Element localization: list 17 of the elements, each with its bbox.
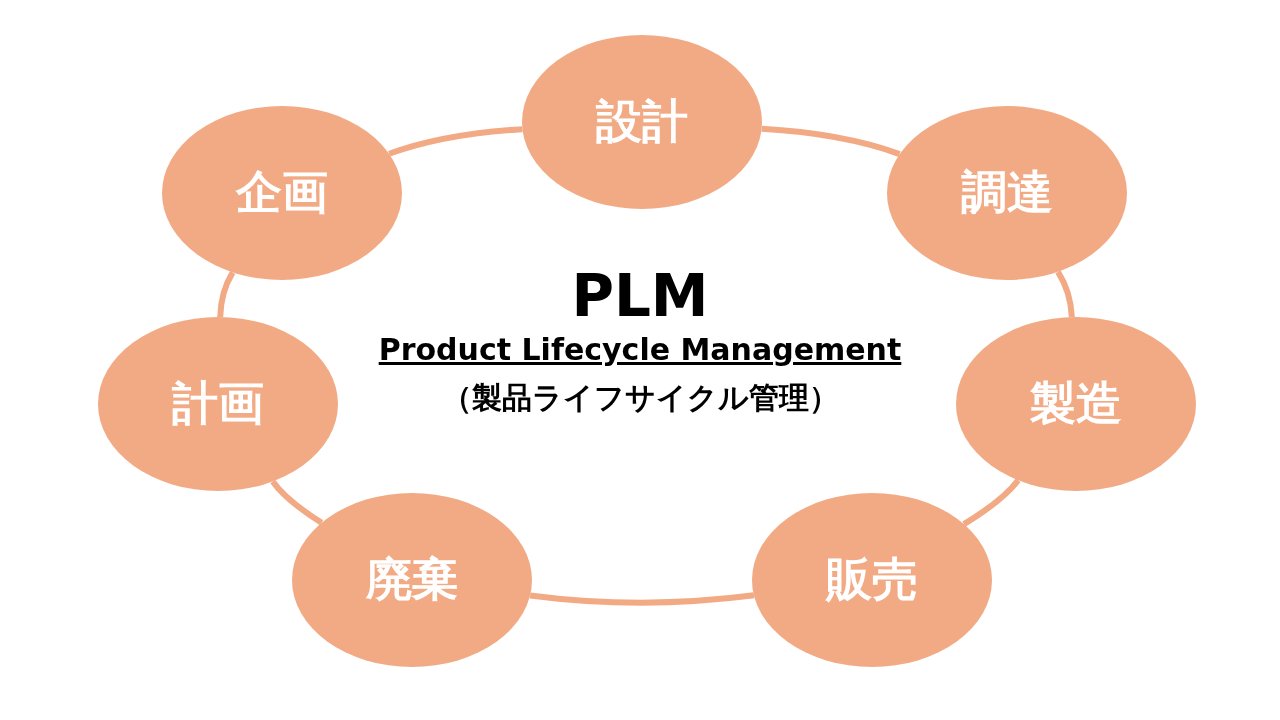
stage-label: 廃棄 — [366, 551, 458, 608]
connector-line — [1055, 270, 1075, 318]
stage-label: 計画 — [172, 375, 264, 432]
full-name: Product Lifecycle Management — [378, 332, 902, 367]
stage-label: 調達 — [961, 164, 1053, 221]
connector-line — [270, 479, 324, 526]
stage-label: 販売 — [826, 551, 918, 608]
connector-line — [761, 125, 901, 157]
connector-line — [388, 126, 523, 157]
plm-title: PLM — [571, 262, 709, 330]
connector-line — [529, 592, 755, 606]
stage-label: 企画 — [236, 164, 328, 221]
stage-label: 製造 — [1030, 375, 1122, 432]
connector-line — [217, 270, 236, 318]
japanese-name: （製品ライフサイクル管理） — [441, 380, 839, 415]
stage-label: 設計 — [596, 93, 688, 150]
connector-line — [962, 478, 1021, 527]
